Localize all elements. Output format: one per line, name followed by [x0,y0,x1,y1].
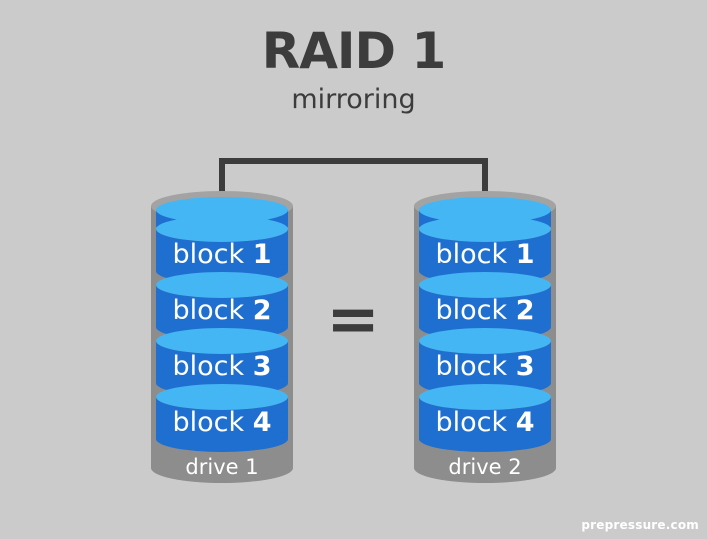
block-platter-top [419,328,551,354]
block-4-label: block 4 [435,407,534,438]
block-word: block [435,295,515,326]
block-2-label: block 2 [435,295,534,326]
block-word: block [172,295,252,326]
block-3-label: block 3 [435,351,534,382]
block-number: 4 [253,407,272,438]
block-platter-top [156,328,288,354]
block-platter-top [156,272,288,298]
drive-2-label: drive 2 [448,455,521,479]
watermark-text: prepressure.com [581,518,699,532]
block-word: block [172,239,252,270]
diagram-subtitle: mirroring [291,84,416,115]
block-1-label: block 1 [435,239,534,270]
block-2-label: block 2 [172,295,271,326]
block-1-platter [419,229,551,284]
block-number: 3 [253,351,272,382]
block-2-platter [419,285,551,340]
drive-1-label: drive 1 [185,455,258,479]
block-platter-top [419,272,551,298]
block-word: block [435,407,515,438]
block-3-platter [156,341,288,396]
diagram-title: RAID 1 [261,22,447,80]
block-platter-top [156,384,288,410]
block-word: block [172,351,252,382]
block-word: block [435,239,515,270]
block-number: 2 [516,295,535,326]
block-3-label: block 3 [172,351,271,382]
block-1-platter [156,229,288,284]
block-number: 1 [516,239,535,270]
block-number: 2 [253,295,272,326]
block-4-platter [156,397,288,452]
mirror-connector-line [219,158,488,212]
block-platter-top [419,384,551,410]
block-platter-top [156,216,288,242]
block-number: 1 [253,239,272,270]
block-4-label: block 4 [172,407,271,438]
block-2-platter [156,285,288,340]
block-3-platter [419,341,551,396]
block-number: 3 [516,351,535,382]
block-word: block [435,351,515,382]
block-1-label: block 1 [172,239,271,270]
block-word: block [172,407,252,438]
top-platter [419,197,551,223]
top-platter [156,197,288,223]
equals-sign: = [326,283,380,357]
block-number: 4 [516,407,535,438]
block-platter-top [419,216,551,242]
block-4-platter [419,397,551,452]
